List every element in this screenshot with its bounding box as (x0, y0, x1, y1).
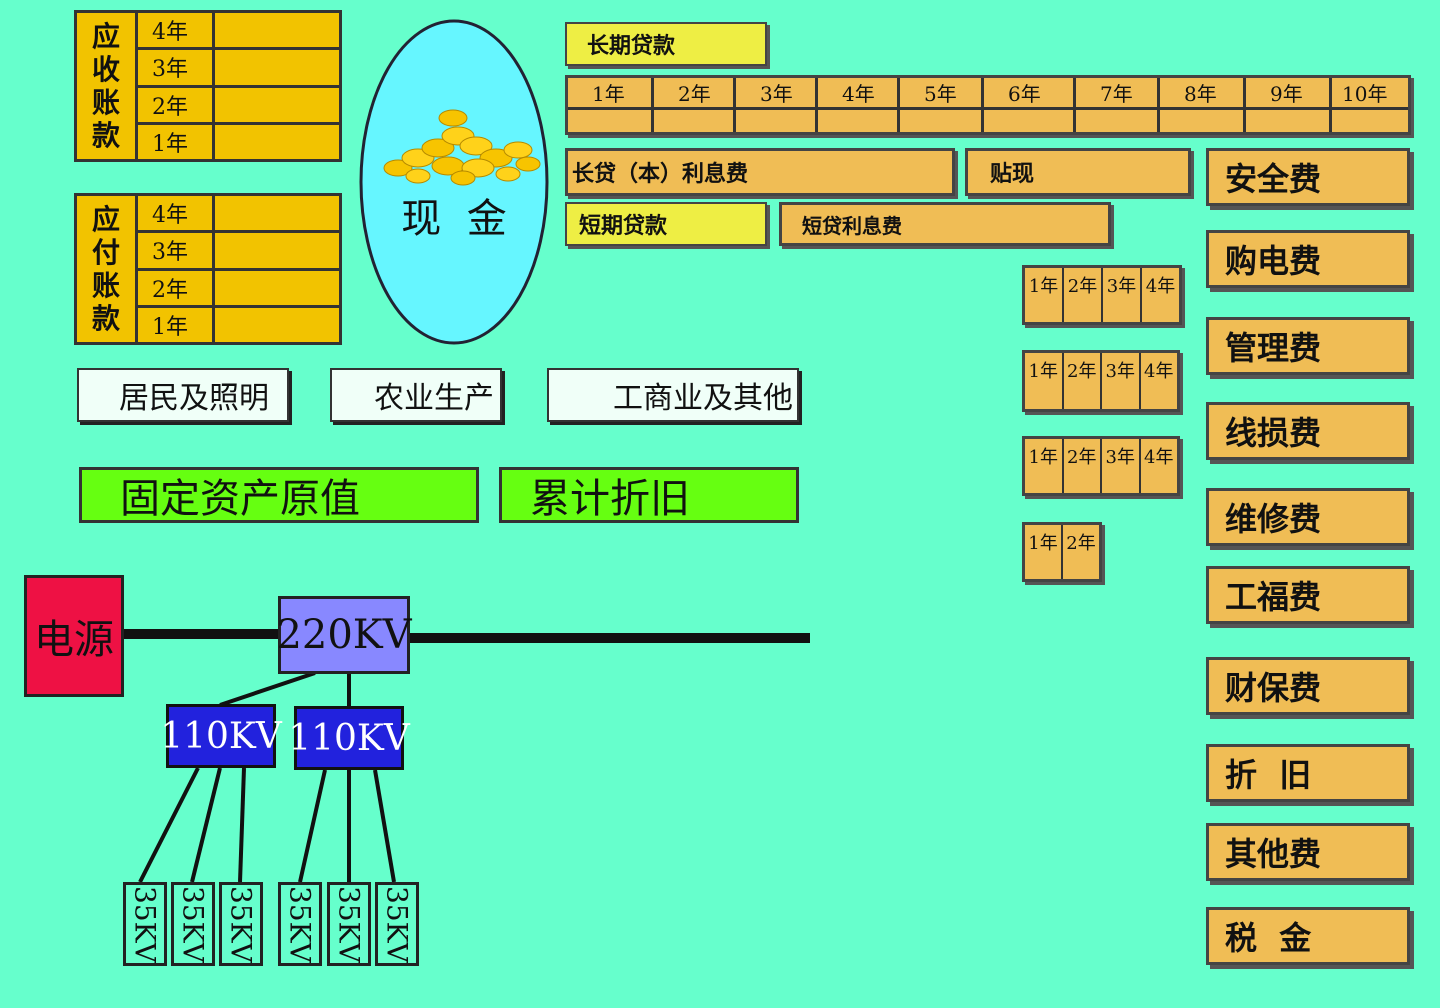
fixed-asset-original-value[interactable]: 固定资产原值 (79, 467, 479, 523)
long-loan-year-1: 1年 (568, 78, 654, 107)
short-loan-grid-3: 1年 2年 3年 4年 (1022, 436, 1180, 496)
payable-year: 2年 (138, 271, 212, 308)
short-loan-grid-1: 1年 2年 3年 4年 (1022, 265, 1182, 325)
accumulated-depreciation[interactable]: 累计折旧 (499, 467, 799, 523)
long-loan-label[interactable]: 长期贷款 (565, 22, 767, 66)
long-loan-slot[interactable] (900, 110, 984, 132)
substation-35kv[interactable]: 35KV (123, 882, 167, 966)
gold-coins-icon (383, 109, 541, 186)
receivable-year: 2年 (138, 88, 212, 125)
long-loan-slot[interactable] (736, 110, 818, 132)
long-loan-year-5: 5年 (900, 78, 984, 107)
long-loan-slot[interactable] (1076, 110, 1160, 132)
payable-year: 3年 (138, 233, 212, 271)
grid-year-cell[interactable]: 2年 (1064, 268, 1103, 322)
payable-year: 4年 (138, 196, 212, 234)
fee-property-insurance[interactable]: 财保费 (1206, 657, 1410, 715)
long-loan-year-4: 4年 (818, 78, 900, 107)
substation-35kv[interactable]: 35KV (171, 882, 215, 966)
short-loan-grid-4: 1年 2年 (1022, 522, 1102, 582)
long-loan-slot[interactable] (654, 110, 736, 132)
grid-year-cell[interactable]: 4年 (1144, 361, 1174, 382)
customer-card-industrial[interactable]: 工商业及其他 (547, 368, 799, 422)
long-loan-year-9: 9年 (1246, 78, 1332, 107)
long-loan-slot[interactable] (568, 110, 654, 132)
cash-label: 现 金 (401, 196, 507, 242)
grid-year-cell[interactable]: 4年 (1144, 447, 1174, 468)
long-loan-years: 1年 2年 3年 4年 5年 6年 7年 8年 9年 10年 (565, 75, 1411, 135)
grid-year-cell[interactable]: 3年 (1103, 268, 1142, 322)
fee-maintenance[interactable]: 维修费 (1206, 488, 1410, 546)
substation-35kv[interactable]: 35KV (278, 882, 322, 966)
fee-tax[interactable]: 税 金 (1206, 907, 1410, 965)
long-loan-year-8: 8年 (1160, 78, 1246, 107)
grid-year-cell[interactable]: 2年 (1064, 353, 1102, 409)
fee-other[interactable]: 其他费 (1206, 823, 1410, 881)
grid-year-cell[interactable]: 1年 (1025, 268, 1064, 322)
receivable-value-cell[interactable] (215, 50, 339, 88)
receivable-title: 应 收 账 款 (77, 13, 138, 159)
substation-220kv[interactable]: 220KV (276, 596, 412, 674)
long-loan-slot[interactable] (1246, 110, 1332, 132)
long-loan-interest-box[interactable]: 长贷（本）利息费 (565, 148, 955, 196)
short-loan-interest-box[interactable]: 短贷利息费 (779, 202, 1111, 246)
substation-35kv[interactable]: 35KV (327, 882, 371, 966)
substation-110kv-2[interactable]: 110KV (288, 706, 410, 770)
power-source[interactable]: 电源 (24, 575, 124, 697)
long-loan-year-2: 2年 (654, 78, 736, 107)
payable-value-cell[interactable] (215, 271, 339, 308)
discount-box[interactable]: 贴现 (965, 148, 1191, 196)
receivable-year: 4年 (138, 13, 212, 51)
long-loan-year-3: 3年 (736, 78, 818, 107)
payable-title: 应 付 账 款 (77, 196, 138, 342)
long-loan-year-10: 10年 (1342, 82, 1388, 106)
substation-35kv[interactable]: 35KV (219, 882, 263, 966)
customer-card-agriculture[interactable]: 农业生产 (330, 368, 502, 422)
customer-card-residential[interactable]: 居民及照明 (77, 368, 289, 422)
grid-year-cell[interactable]: 4年 (1145, 276, 1176, 297)
long-loan-slot[interactable] (818, 110, 900, 132)
receivable-year: 1年 (152, 131, 188, 157)
receivable-year: 3年 (138, 50, 212, 88)
receivable-value-cell[interactable] (215, 88, 339, 125)
payable-table: 应 付 账 款 4年 3年 2年 1年 (74, 193, 342, 345)
grid-year-cell[interactable]: 3年 (1102, 353, 1141, 409)
fee-welfare[interactable]: 工福费 (1206, 566, 1410, 624)
fee-power-purchase[interactable]: 购电费 (1206, 230, 1410, 288)
grid-year-cell[interactable]: 2年 (1064, 439, 1102, 493)
long-loan-year-7: 7年 (1076, 78, 1160, 107)
payable-value-cell[interactable] (215, 233, 339, 271)
fee-safety[interactable]: 安全费 (1206, 148, 1410, 206)
fee-management[interactable]: 管理费 (1206, 317, 1410, 375)
receivable-table: 应 收 账 款 4年 3年 2年 1年 (74, 10, 342, 162)
grid-year-cell[interactable]: 1年 (1025, 353, 1064, 409)
payable-year: 1年 (152, 314, 188, 340)
long-loan-year-6: 6年 (984, 78, 1076, 107)
fee-line-loss[interactable]: 线损费 (1206, 402, 1410, 460)
fee-depreciation[interactable]: 折 旧 (1206, 744, 1410, 802)
short-loan-grid-2: 1年 2年 3年 4年 (1022, 350, 1180, 412)
grid-year-cell[interactable]: 3年 (1102, 439, 1141, 493)
payable-value-cell[interactable] (215, 196, 339, 234)
grid-year-cell[interactable]: 1年 (1025, 525, 1063, 579)
grid-year-cell[interactable]: 1年 (1025, 439, 1064, 493)
grid-year-cell[interactable]: 2年 (1066, 533, 1096, 554)
substation-35kv[interactable]: 35KV (375, 882, 419, 966)
long-loan-slot[interactable] (1160, 110, 1246, 132)
receivable-value-cell[interactable] (215, 13, 339, 51)
short-loan-label[interactable]: 短期贷款 (565, 202, 767, 246)
cash-ellipse (359, 19, 549, 345)
substation-110kv-1[interactable]: 110KV (160, 704, 282, 768)
long-loan-slot[interactable] (984, 110, 1076, 132)
cash-pool[interactable]: 现 金 (358, 18, 550, 346)
